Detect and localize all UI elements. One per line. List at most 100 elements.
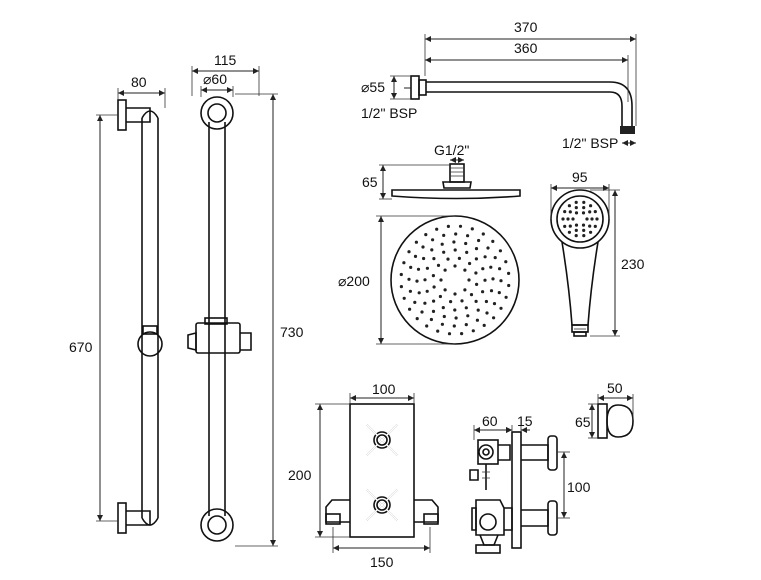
head-height-label: 65: [362, 174, 378, 190]
head-diameter-label: ⌀200: [338, 273, 370, 289]
nozzle-dot: [439, 278, 443, 282]
handset-length-label: 230: [621, 256, 645, 272]
valve-handle-centres-label: 100: [567, 479, 591, 495]
nozzle-dot: [453, 292, 457, 296]
nozzle-dot: [454, 232, 458, 236]
handset-view: 95 230: [550, 169, 645, 337]
nozzle-dot: [498, 267, 502, 271]
outlet-width-label: 50: [607, 380, 623, 396]
handset-nozzle-dot: [566, 217, 570, 221]
handset-nozzle-dot: [574, 200, 578, 204]
handset-nozzle-dot: [582, 206, 586, 210]
handset-nozzle-dot: [567, 204, 572, 208]
nozzle-dot: [464, 306, 468, 310]
nozzle-dot: [481, 267, 485, 271]
nozzle-dot: [415, 317, 419, 321]
arm-outlet-thread-label: 1/2" BSP: [562, 135, 618, 151]
shower-head-nozzles: [399, 224, 511, 336]
handset-nozzle-dot: [568, 210, 572, 214]
nozzle-dot: [498, 249, 502, 253]
nozzle-dot: [446, 224, 450, 228]
nozzle-dot: [458, 224, 463, 228]
handset-nozzle-dot: [582, 200, 586, 204]
nozzle-dot: [438, 294, 442, 299]
rail-bracket-width-label: 115: [214, 52, 237, 68]
nozzle-dot: [469, 293, 474, 297]
nozzle-dot: [484, 299, 488, 304]
wall-outlet-view: 50 65: [575, 380, 634, 439]
nozzle-dot: [463, 268, 467, 272]
nozzle-dot: [432, 299, 436, 303]
handset-nozzle-dot: [574, 211, 579, 215]
nozzle-dot: [407, 277, 411, 281]
rail-depth-label: 80: [131, 74, 147, 90]
valve-plate-width-label: 100: [372, 381, 396, 397]
nozzle-dot: [491, 239, 495, 243]
nozzle-dot: [497, 291, 501, 295]
arm-wall-thread-label: 1/2" BSP: [361, 105, 417, 121]
nozzle-dot: [425, 289, 429, 293]
nozzle-dot: [483, 255, 487, 259]
nozzle-dot: [504, 295, 508, 299]
nozzle-dot: [408, 289, 412, 293]
nozzle-dot: [415, 279, 419, 283]
nozzle-dot: [449, 300, 453, 304]
nozzle-dot: [491, 277, 495, 281]
handset-nozzle-dot: [574, 234, 578, 238]
handset-nozzle-dot: [593, 224, 597, 228]
nozzle-dot: [414, 240, 418, 244]
handset-nozzle-dot: [589, 204, 593, 208]
nozzle-dot: [492, 316, 496, 320]
nozzle-dot: [463, 288, 467, 292]
handset-nozzle-dot: [588, 224, 592, 228]
rail-total-height-label: 730: [280, 324, 304, 340]
handset-nozzle-dot: [595, 217, 599, 221]
nozzle-dot: [460, 332, 464, 336]
nozzle-dot: [424, 233, 428, 237]
nozzle-dot: [423, 301, 427, 305]
rail-bracket-diameter-label: ⌀60: [203, 71, 227, 87]
nozzle-dot: [464, 323, 468, 327]
nozzle-dot: [422, 256, 426, 261]
nozzle-dot: [399, 285, 403, 289]
arm-total-length-label: 370: [514, 19, 538, 35]
nozzle-dot: [485, 311, 489, 315]
nozzle-dot: [430, 248, 434, 252]
nozzle-dot: [475, 282, 479, 286]
outlet-height-label: 65: [575, 414, 591, 430]
nozzle-dot: [470, 227, 474, 231]
nozzle-dot: [465, 250, 469, 254]
nozzle-dot: [432, 285, 436, 289]
nozzle-dot: [416, 267, 421, 271]
nozzle-dot: [402, 296, 406, 300]
rail-length-label: 670: [69, 339, 93, 355]
nozzle-dot: [413, 254, 418, 258]
handset-nozzle-dot: [574, 223, 579, 227]
nozzle-dot: [429, 317, 433, 322]
nozzle-dot: [409, 265, 413, 269]
handset-nozzles: [561, 200, 599, 238]
nozzle-dot: [477, 238, 481, 243]
arm-reach-label: 360: [514, 40, 538, 56]
nozzle-dot: [466, 234, 470, 238]
nozzle-dot: [452, 240, 456, 244]
nozzle-dot: [402, 261, 406, 265]
head-connection-label: G1/2": [434, 142, 469, 158]
nozzle-dot: [399, 272, 403, 277]
nozzle-dot: [417, 291, 421, 295]
nozzle-dot: [447, 332, 452, 336]
valve-plate-height-label: 200: [288, 467, 312, 483]
nozzle-dot: [453, 264, 457, 268]
riser-rail-side-view: 80 670: [69, 74, 166, 534]
nozzle-dot: [466, 314, 470, 318]
handset-nozzle-dot: [582, 234, 586, 238]
nozzle-dot: [483, 278, 487, 282]
nozzle-dot: [408, 307, 412, 311]
nozzle-dot: [493, 256, 497, 260]
nozzle-dot: [453, 308, 457, 312]
handset-nozzle-dot: [581, 211, 586, 215]
nozzle-dot: [474, 299, 478, 303]
nozzle-dot: [441, 306, 445, 310]
nozzle-dot: [443, 268, 447, 272]
handset-nozzle-dot: [574, 206, 578, 210]
